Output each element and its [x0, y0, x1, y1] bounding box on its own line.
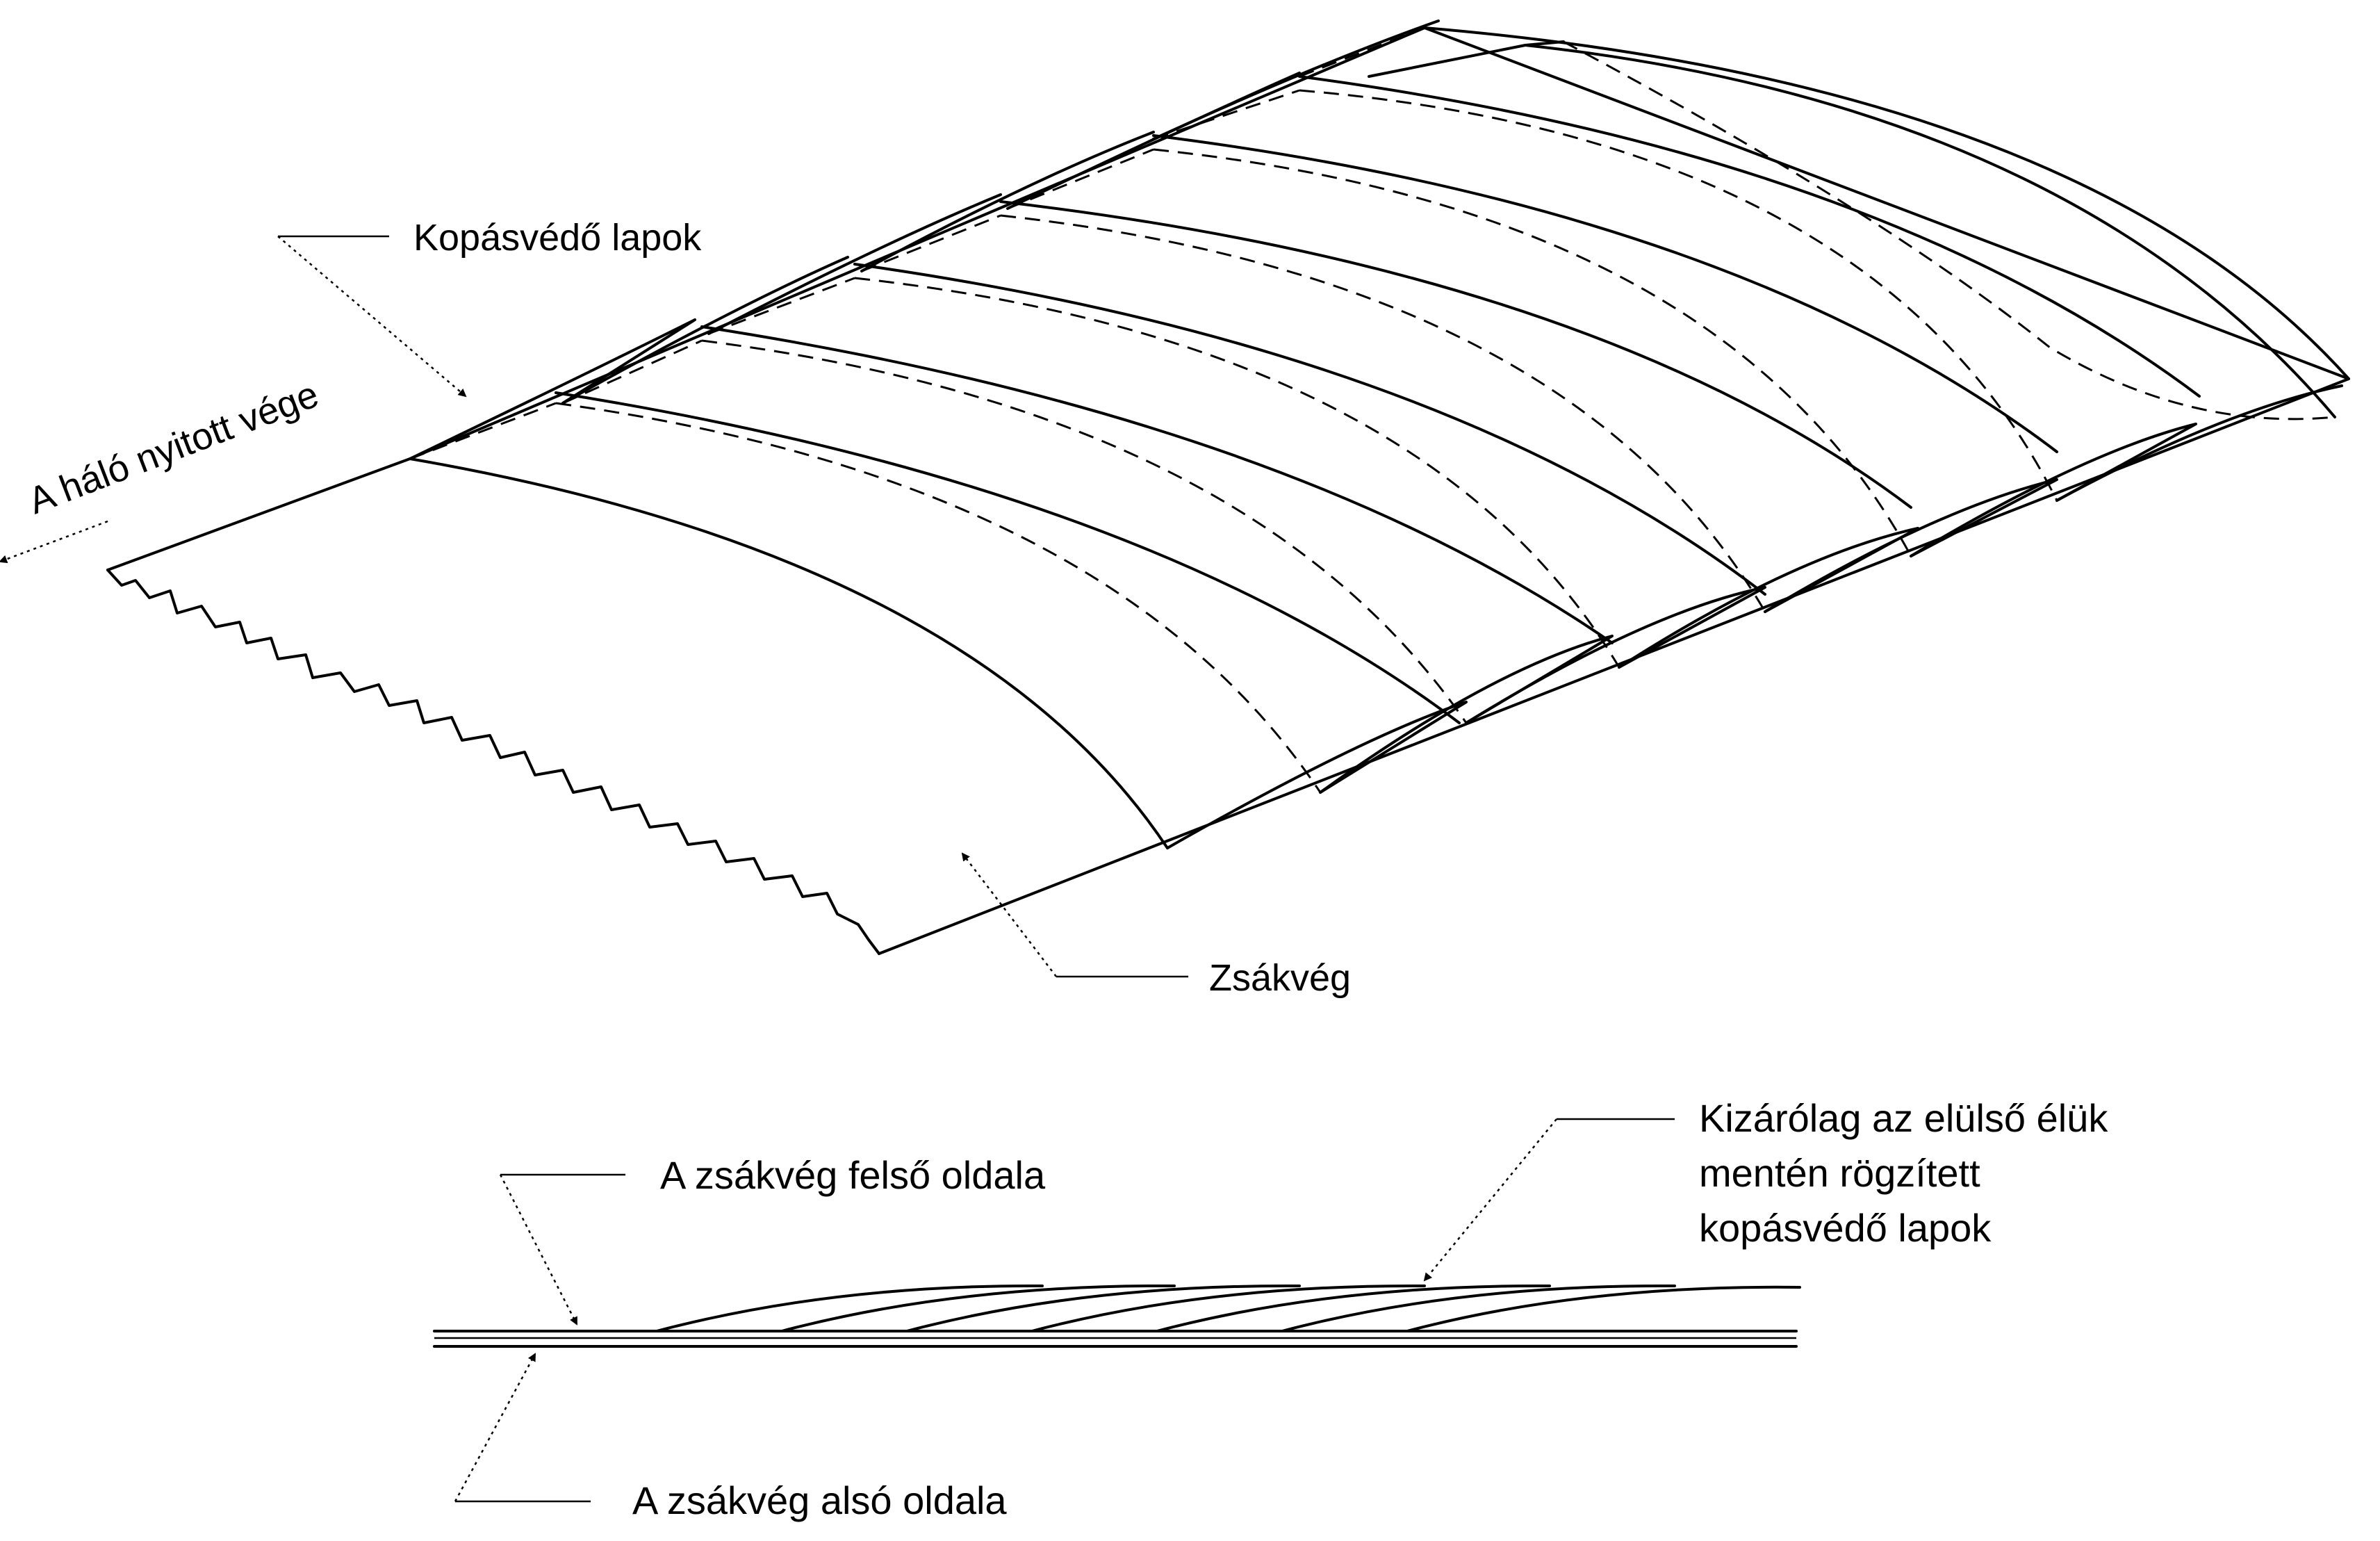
panel-arc-2: [555, 391, 1461, 724]
panel-tip-left-6: [1152, 19, 1440, 140]
panel-rear-arc: [1524, 44, 2336, 418]
panel-tip-right-5: [1764, 478, 2058, 613]
attached-label-line-1: Kizárólag az elülső élük: [1699, 1096, 2108, 1140]
section-panel-5: [1156, 1284, 1551, 1332]
panel-tip-left-1: [409, 318, 696, 460]
attached-pointer: [1423, 1118, 1557, 1282]
attached-label-line-3: kopásvédő lapok: [1699, 1206, 1992, 1250]
panel-arc-4: [853, 263, 1766, 596]
panel-rear-arc-2: [1423, 26, 2350, 380]
codend-perspective-view: [106, 19, 2350, 955]
panel-tip-left-2: [561, 256, 849, 405]
panel-tip-right-6: [1910, 423, 2197, 557]
panel-arc-3: [700, 325, 1614, 644]
label-open-end-group: A háló nyitott vége: [0, 373, 325, 564]
hidden-edge-6: [1299, 89, 2058, 501]
wear-panels-pointer: [277, 236, 467, 398]
label-wear-panels-group: Kopásvédő lapok: [277, 217, 702, 398]
codend-top-label: A zsákvég felső oldala: [660, 1153, 1046, 1197]
label-codend-group: Zsákvég: [961, 852, 1351, 999]
codend-bottom-pointer: [454, 1353, 536, 1502]
panel-arc-6: [1152, 134, 2058, 453]
panel-tip-left-3: [707, 193, 1002, 335]
section-panel-1: [655, 1284, 1044, 1332]
panel-arc-1: [409, 457, 1169, 849]
section-panel-3: [905, 1284, 1301, 1332]
panel-tip-left-4: [860, 131, 1155, 272]
panel-tip-right-4: [1618, 527, 1919, 669]
attached-label-line-2: mentén rögzített: [1699, 1151, 1980, 1195]
panel-tip-right-3: [1465, 586, 1766, 724]
hidden-edge-2: [701, 339, 1468, 724]
section-panel-2: [780, 1284, 1176, 1332]
section-panel-7: [1406, 1285, 1801, 1332]
wear-panels-label: Kopásvédő lapok: [413, 217, 702, 259]
hidden-edge-3: [854, 277, 1620, 668]
hidden-edge-1: [555, 402, 1322, 793]
open-end-pointer: [0, 520, 108, 564]
codend-bottom-label: A zsákvég alsó oldala: [632, 1478, 1007, 1522]
codend-pointer: [961, 852, 1057, 977]
codend-label: Zsákvég: [1209, 957, 1351, 999]
open-end-label: A háló nyitott vége: [23, 373, 325, 522]
label-attached-panels-group: Kizárólag az elülső élük mentén rögzítet…: [1423, 1096, 2108, 1282]
section-panel-6: [1281, 1284, 1676, 1332]
codend-torn-edge: [106, 569, 880, 955]
hidden-edge-tips-left: [409, 26, 1425, 460]
hidden-edge-4: [1000, 214, 1766, 612]
panel-tip-right-2: [1319, 635, 1614, 794]
label-codend-bottom-group: A zsákvég alsó oldala: [454, 1353, 1007, 1522]
codend-section-view: [433, 1284, 1801, 1348]
codend-top-pointer: [499, 1174, 578, 1326]
label-codend-top-group: A zsákvég felső oldala: [499, 1153, 1046, 1326]
panel-arc-7: [1298, 75, 2201, 398]
hidden-edge-5: [1153, 148, 1912, 557]
panel-arc-5: [999, 200, 1912, 509]
section-panel-4: [1031, 1284, 1426, 1332]
panel-tip-right-7: [2055, 384, 2343, 502]
hidden-edge-7: [1563, 40, 2336, 421]
